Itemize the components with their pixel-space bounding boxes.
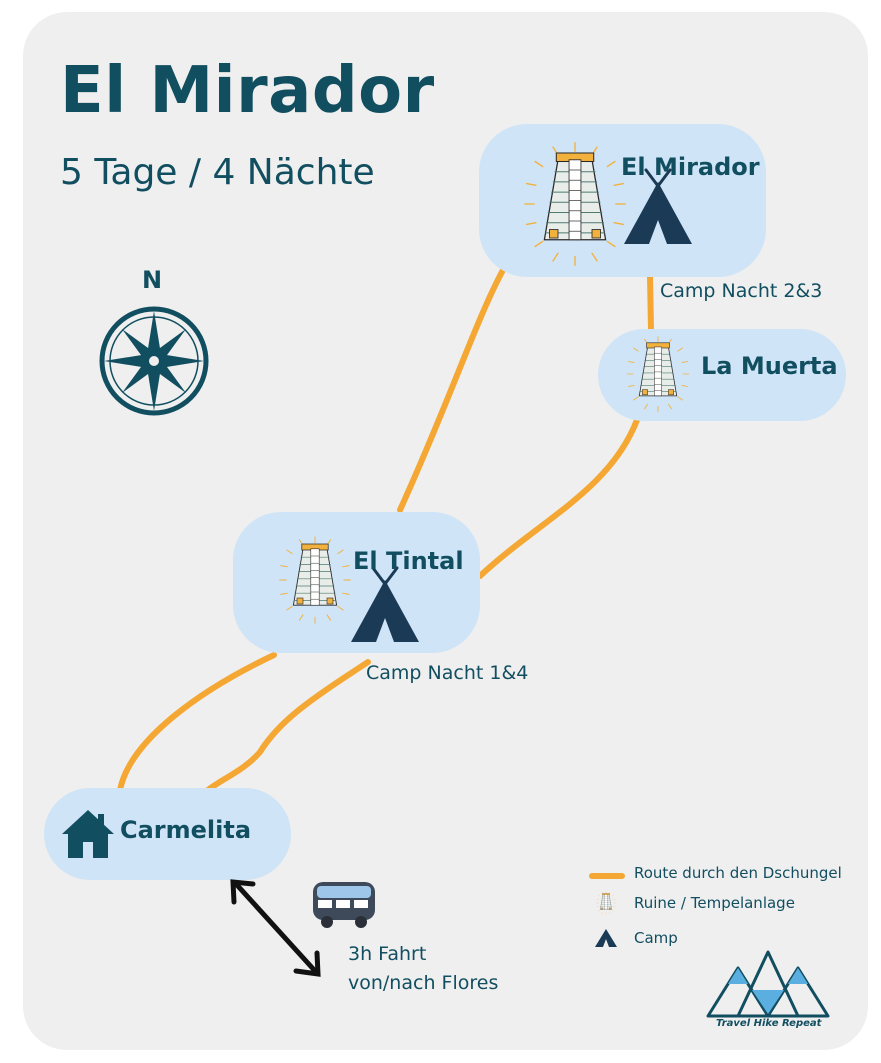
house-icon [62,810,114,858]
route-segment-carmelita-tintal-east [205,659,371,793]
legend-tent-icon [595,929,617,947]
compass-north-label: N [142,266,163,294]
bus-icon [313,882,375,928]
brand-label: Travel Hike Repeat [716,1018,822,1029]
el-tintal-node [233,512,480,653]
camp-note-mirador: Camp Nacht 2&3 [660,280,823,302]
route-segment-mirador-muerta [647,273,654,333]
double-arrow-icon [230,879,321,977]
map-subtitle: 5 Tage / 4 Nächte [60,152,375,193]
legend-ruin-label: Ruine / Tempelanlage [634,894,795,912]
el-mirador-node [479,124,766,277]
place-label-carmelita: Carmelita [120,816,252,844]
map-title: El Mirador [60,54,435,128]
route-segment-tintal-mirador [397,267,506,513]
legend-camp-label: Camp [634,929,678,947]
place-label-el-tintal: El Tintal [353,547,464,575]
camp-note-tintal: Camp Nacht 1&4 [366,662,529,684]
route-segment-carmelita-tintal-west [117,652,277,793]
legend-temple-icon [596,891,616,915]
place-label-la-muerta: La Muerta [701,352,838,380]
route-segment-muerta-tintal [477,417,640,579]
legend-route-label: Route durch den Dschungel [634,864,842,882]
drive-note-line1: 3h Fahrt [348,943,427,965]
drive-note-line2: von/nach Flores [348,972,499,994]
jungle-route [117,267,654,793]
compass-rose-icon [99,306,209,416]
travel-hike-repeat-logo [706,950,830,1018]
place-label-el-mirador: El Mirador [621,153,760,181]
